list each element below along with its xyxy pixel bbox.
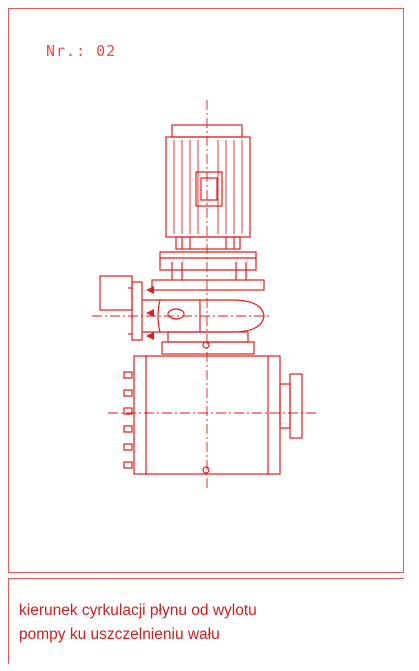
diagram-frame (8, 8, 404, 573)
impeller-eye (167, 308, 185, 320)
outlet-nozzle (279, 383, 291, 429)
shaft-center-mark-bottom (202, 466, 210, 474)
caption-box: kierunek cyrkulacji płynu od wylotu pomp… (8, 578, 404, 664)
center-lines (92, 100, 316, 490)
outlet-flange (289, 373, 303, 439)
pump-neck (167, 331, 249, 343)
pump-cover-flange (151, 279, 265, 291)
terminal-box (195, 171, 223, 207)
caption-line-1: kierunek cyrkulacji płynu od wylotu (19, 602, 257, 619)
caption-line-2: pompy ku uszczelnieniu wału (19, 626, 220, 643)
motor-cooling-fins (173, 140, 243, 234)
terminal-box-inner (200, 177, 218, 201)
lantern-housing (159, 251, 257, 271)
shaft-center-mark-top (202, 341, 210, 349)
flange-bolts (123, 371, 133, 469)
flow-arrow-icon (146, 286, 154, 340)
drawing-number: Nr.: 02 (46, 42, 117, 60)
bearing-housing (161, 341, 255, 355)
discharge-pipe (99, 275, 133, 311)
motor-body (165, 136, 251, 238)
motor-flange (175, 236, 241, 250)
discharge-flange (131, 281, 143, 341)
